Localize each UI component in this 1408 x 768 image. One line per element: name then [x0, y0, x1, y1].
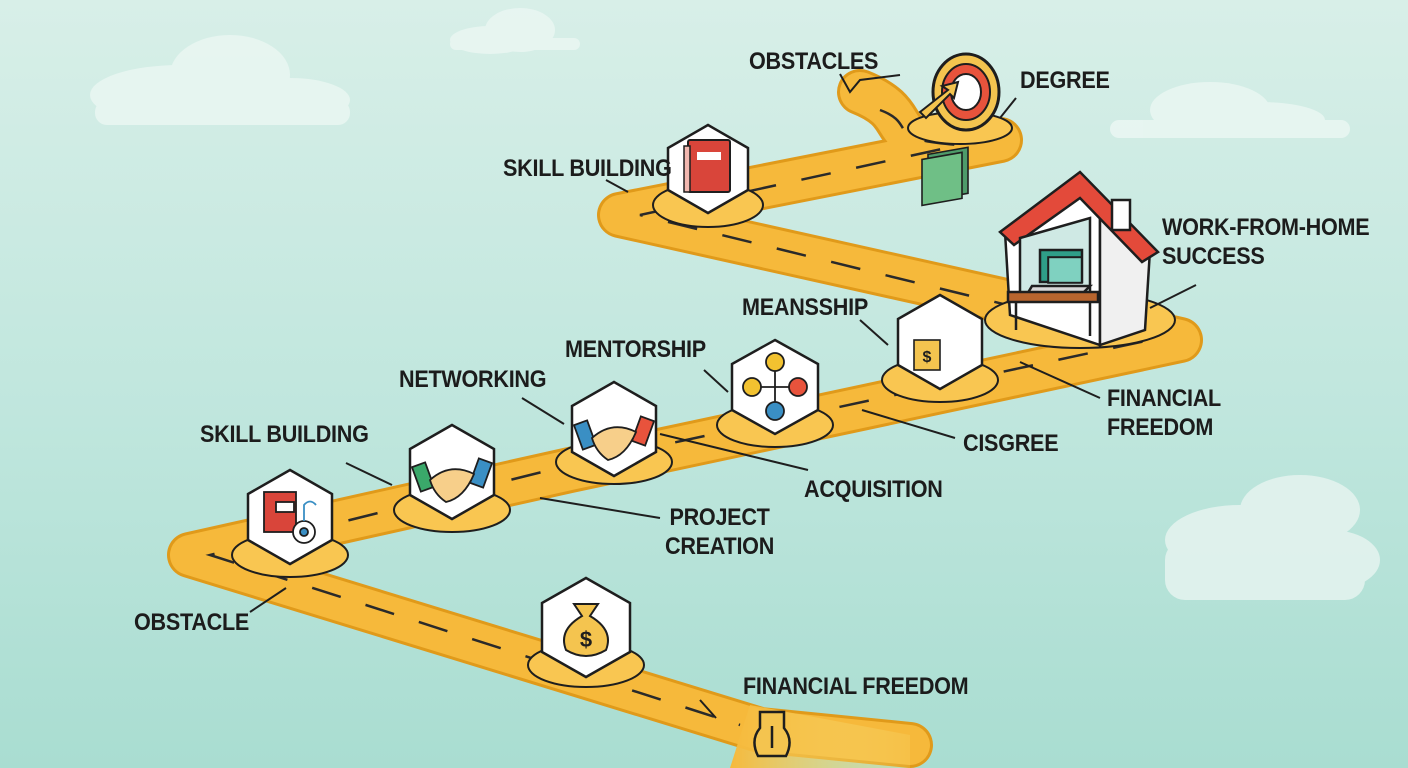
hex-mentorship — [730, 338, 820, 436]
handshake-icon — [572, 415, 656, 461]
hex-skill-building-top — [666, 123, 750, 215]
cloud-top-center — [450, 8, 580, 54]
road-surface — [170, 72, 1200, 765]
flag-post-icon — [753, 710, 791, 758]
handshake-icon — [410, 457, 494, 503]
road-center-line — [205, 108, 1151, 727]
house-laptop-icon — [998, 170, 1160, 347]
book-icon — [683, 139, 731, 193]
label-skill-building-top: SKILL BUILDING — [503, 155, 672, 182]
cloud-top-right — [1110, 82, 1350, 138]
cloud-bottom-right — [1165, 475, 1380, 600]
leader-lines — [249, 73, 1197, 719]
label-financial-freedom-bottom: FINANCIAL FREEDOM — [743, 673, 969, 700]
book-gauge-icon — [263, 491, 317, 544]
label-cisgree: CISGREE — [963, 430, 1059, 457]
hex-meansship: $ — [896, 146, 984, 391]
hex-financial-freedom-bottom: $ — [540, 576, 632, 679]
label-project-creation: PROJECT CREATION — [665, 504, 775, 560]
label-skill-building-left: SKILL BUILDING — [200, 421, 369, 448]
label-degree: DEGREE — [1020, 67, 1110, 94]
label-mentorship: MENTORSHIP — [565, 336, 706, 363]
svg-text:$: $ — [580, 627, 592, 652]
label-networking: NETWORKING — [399, 366, 547, 393]
hex-networking — [570, 380, 658, 478]
cloud-top-left — [90, 35, 350, 125]
money-bag-icon: $ — [563, 603, 609, 657]
hex-obstacle — [246, 468, 334, 566]
cash-stack-icon: $ — [913, 146, 969, 371]
label-meansship: MEANSSHIP — [742, 294, 868, 321]
mentorship-network-icon — [742, 352, 808, 421]
label-work-from-home-success: WORK-FROM-HOME SUCCESS — [1162, 214, 1370, 270]
label-financial-freedom-right: FINANCIAL FREEDOM — [1107, 385, 1221, 441]
svg-text:$: $ — [923, 349, 932, 366]
target-arrow-icon — [918, 52, 1001, 132]
label-obstacle: OBSTACLE — [134, 609, 250, 636]
hex-skill-building-left — [408, 423, 496, 521]
label-obstacles: OBSTACLES — [749, 48, 879, 75]
label-acquisition: ACQUISITION — [804, 476, 943, 503]
